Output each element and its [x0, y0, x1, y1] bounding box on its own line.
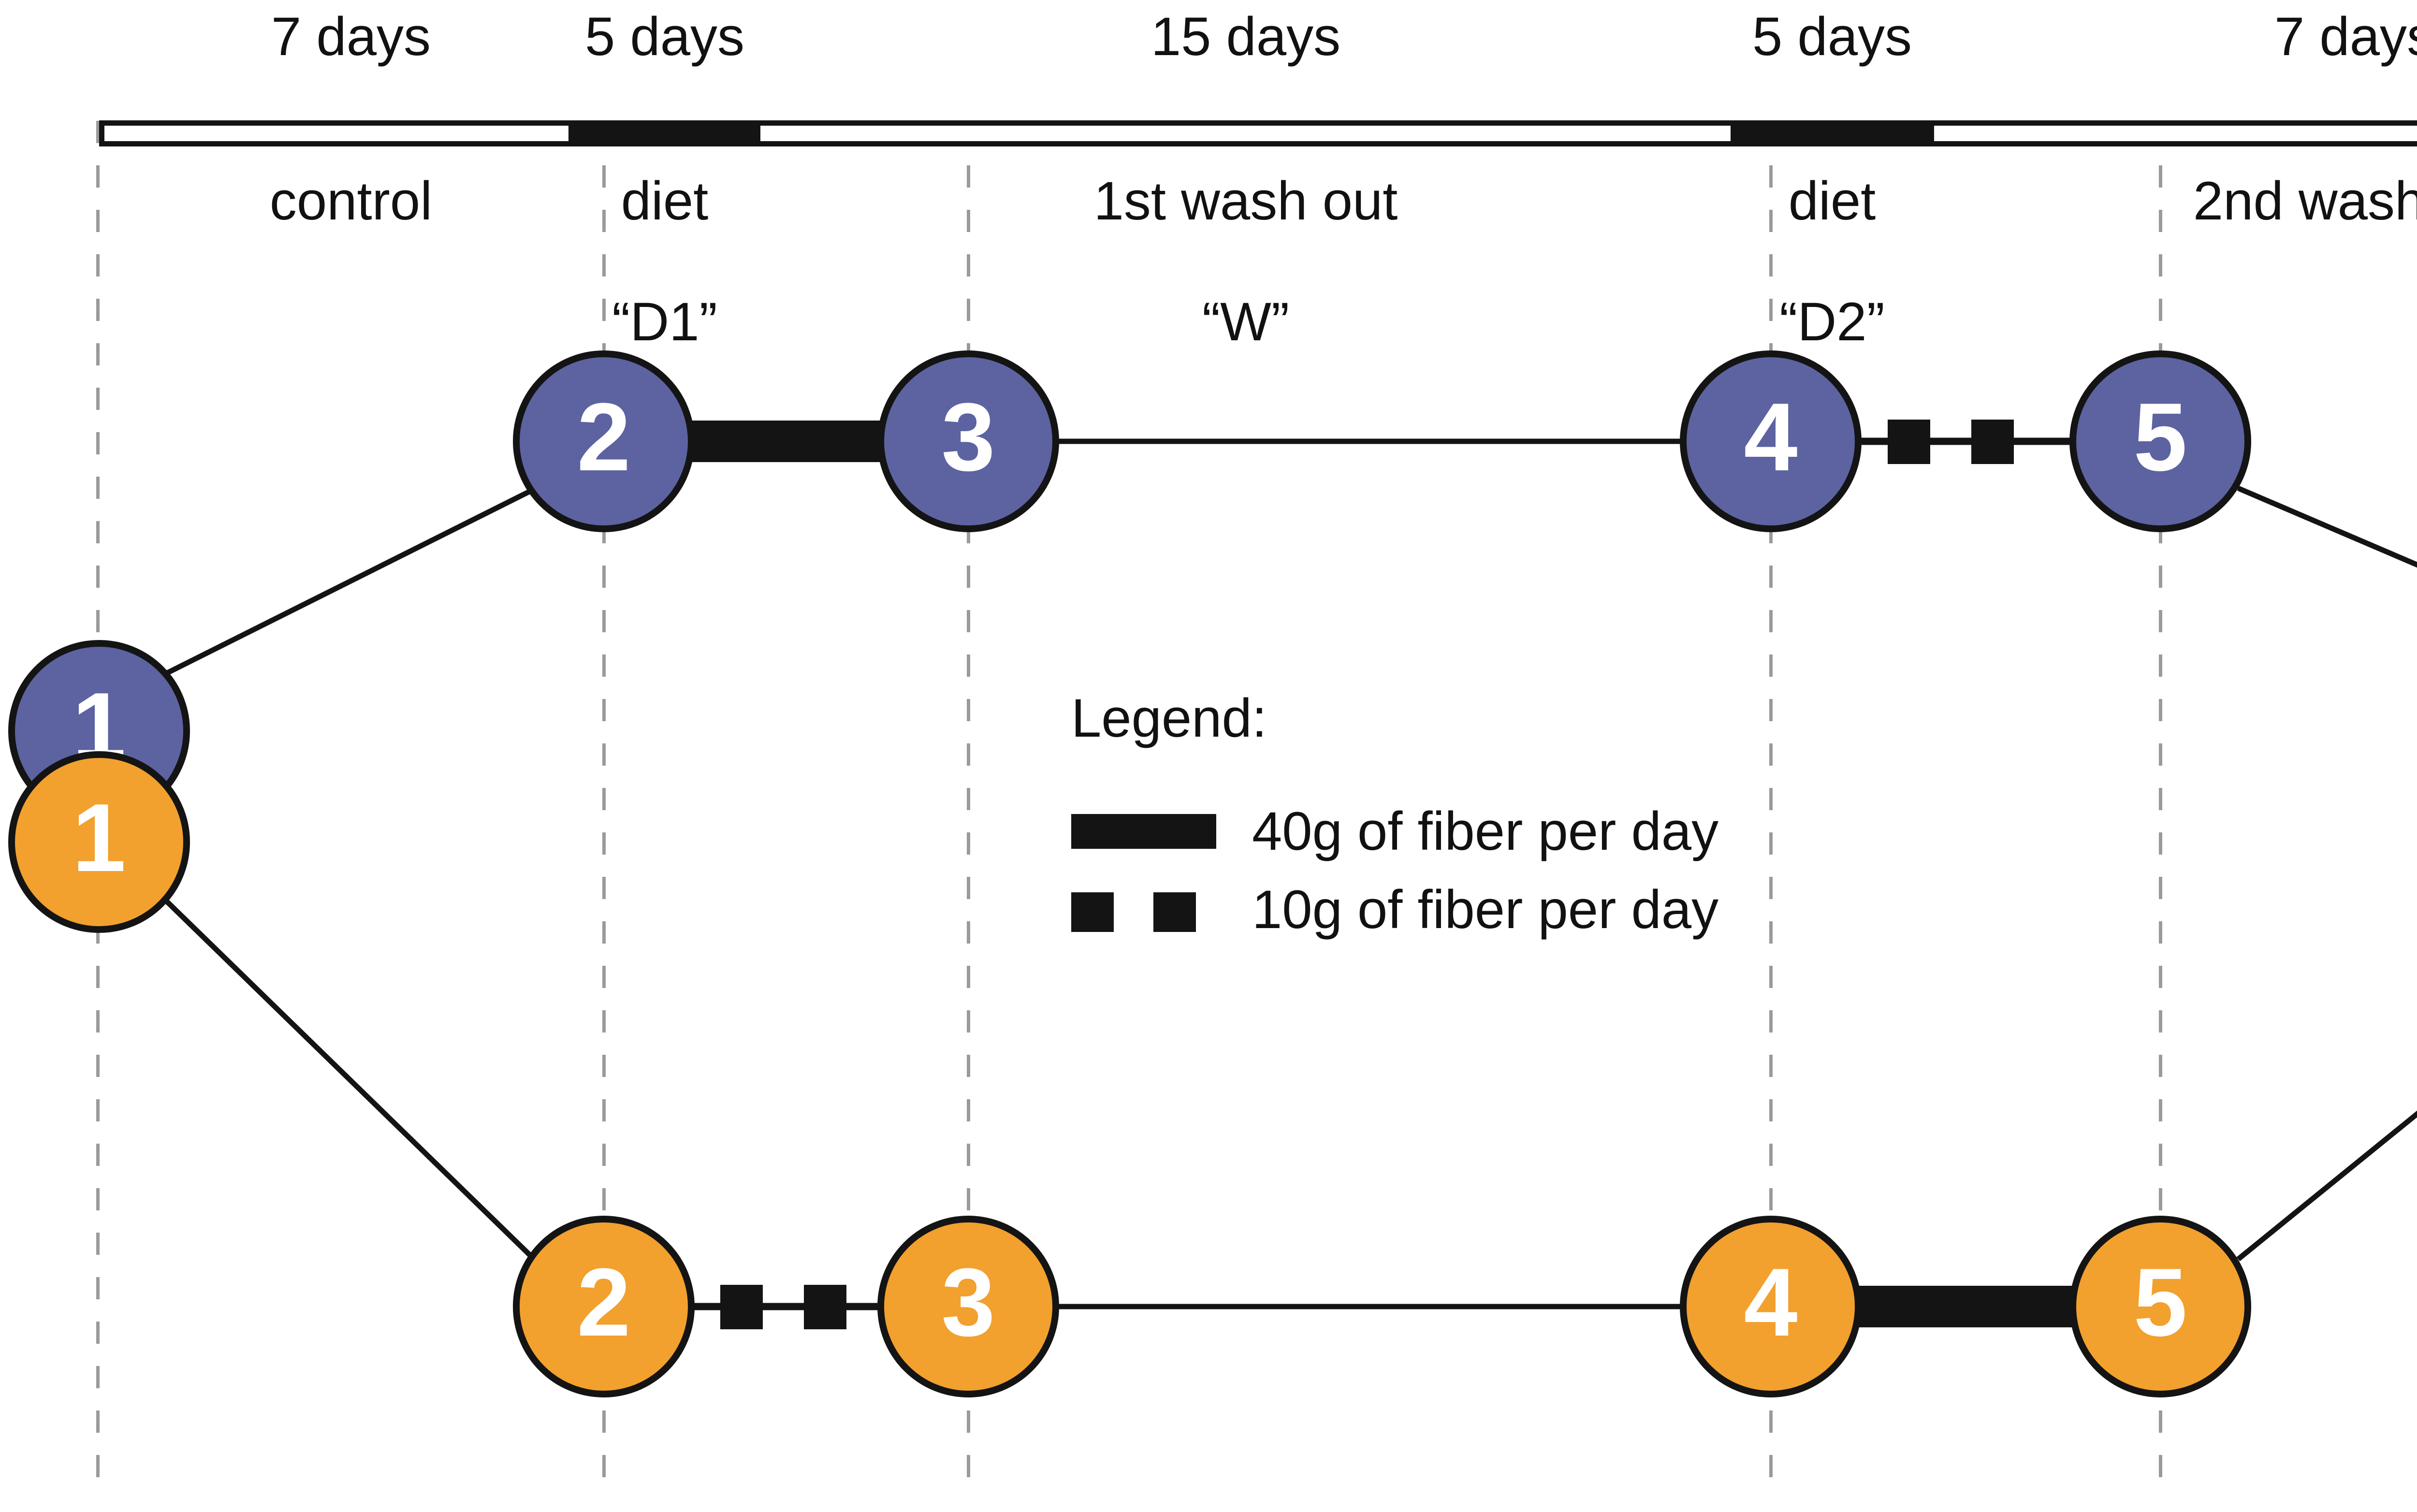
node-orange-4[interactable]: 4 — [1680, 1216, 1862, 1397]
phase-label-washout1: 1st wash out — [1093, 171, 1398, 231]
node-blue-3-label: 3 — [941, 383, 995, 491]
timeline-segment-diet2 — [1731, 120, 1934, 146]
node-orange-2-label: 2 — [577, 1249, 631, 1356]
duration-label-control: 7 days — [271, 6, 431, 67]
study-timeline-bar — [99, 120, 2417, 146]
legend-label-10g: 10g of fiber per day — [1252, 879, 1719, 940]
node-orange-5-label: 5 — [2133, 1249, 2187, 1356]
node-blue-2[interactable]: 2 — [513, 350, 695, 532]
duration-label-washout1: 15 days — [1150, 6, 1341, 67]
edge-blue-1-2 — [163, 487, 536, 677]
duration-label-diet2: 5 days — [1752, 6, 1912, 67]
node-orange-3-label: 3 — [941, 1249, 995, 1356]
phase-code-diet1: “D1” — [612, 291, 717, 352]
node-blue-5-label: 5 — [2133, 383, 2187, 491]
legend-title: Legend: — [1071, 688, 1267, 748]
node-orange-1-label: 1 — [72, 784, 126, 892]
legend-label-40g: 40g of fiber per day — [1252, 801, 1719, 861]
phase-label-diet1: diet — [621, 171, 709, 231]
phase-code-washout1: “W” — [1202, 291, 1290, 352]
edge-blue-4-5-dash-b — [1971, 420, 2014, 464]
phase-code-diet2: “D2” — [1779, 291, 1885, 352]
edge-orange-1-2 — [162, 897, 536, 1261]
node-blue-5[interactable]: 5 — [2069, 350, 2251, 532]
edge-blue-5-6 — [2237, 485, 2417, 568]
edge-blue-2-3-thick-solid — [679, 421, 897, 462]
phase-label-washout2: 2nd wash out — [2193, 171, 2417, 231]
node-orange-3[interactable]: 3 — [877, 1216, 1059, 1397]
legend-swatch-dashed-bar-icon — [1071, 892, 1216, 932]
node-orange-5[interactable]: 5 — [2069, 1216, 2251, 1397]
guide-line-2 — [602, 121, 606, 1498]
edge-orange-2-3-dash-b — [804, 1285, 846, 1329]
guide-line-3 — [967, 121, 970, 1498]
edge-orange-2-3-dash-a — [720, 1285, 763, 1329]
node-orange-4-label: 4 — [1744, 1249, 1798, 1356]
node-blue-4-label: 4 — [1744, 383, 1798, 491]
edge-blue-4-5-dash-a — [1888, 420, 1930, 464]
timeline-segment-diet1 — [568, 120, 760, 146]
phase-label-control: control — [269, 171, 433, 231]
node-blue-3[interactable]: 3 — [877, 350, 1059, 532]
edge-orange-4-5-thick-solid — [1847, 1286, 2088, 1327]
legend: Legend: 40g of fiber per day 10g of fibe… — [1071, 691, 1941, 959]
legend-swatch-solid-bar-icon — [1071, 814, 1216, 849]
guide-line-5 — [2159, 121, 2162, 1498]
node-blue-4[interactable]: 4 — [1680, 350, 1862, 532]
duration-label-washout2: 7 days — [2274, 6, 2417, 67]
legend-item-40g: 40g of fiber per day — [1071, 802, 1941, 860]
node-orange-1[interactable]: 1 — [8, 751, 190, 933]
guide-line-4 — [1769, 121, 1773, 1498]
node-blue-2-label: 2 — [577, 383, 631, 491]
duration-label-diet1: 5 days — [585, 6, 744, 67]
legend-item-10g: 10g of fiber per day — [1071, 881, 1941, 939]
phase-label-diet2: diet — [1788, 171, 1876, 231]
edge-orange-5-6 — [2236, 1110, 2417, 1262]
node-orange-2[interactable]: 2 — [513, 1216, 695, 1397]
